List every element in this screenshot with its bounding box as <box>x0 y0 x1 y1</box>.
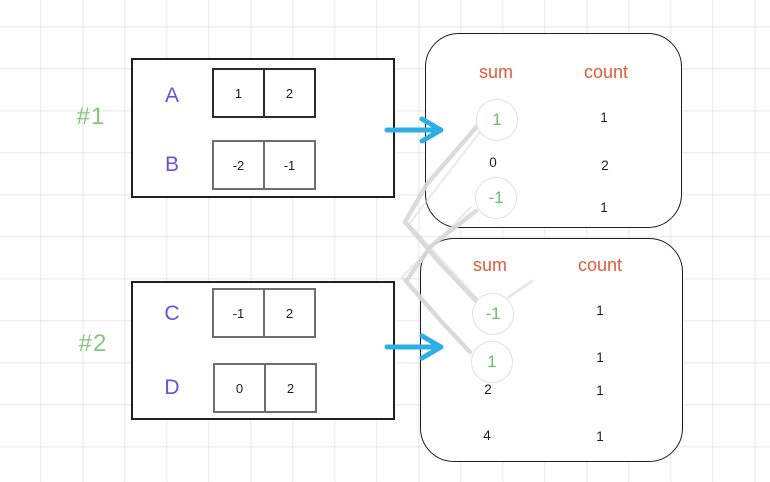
array-d-cell-0: 0 <box>213 363 266 413</box>
panel-2-sum-header: sum <box>472 255 507 275</box>
panel-2-sum-value-highlighted: -1 <box>472 293 514 335</box>
panel-1-sum-value: 0 <box>489 155 497 170</box>
group-2-label: #2 <box>78 330 108 357</box>
array-b-cell-1: -1 <box>265 140 316 190</box>
panel-2-sum-value: 2 <box>484 382 492 397</box>
panel-2-sum-value-highlighted: 1 <box>471 341 513 383</box>
array-d-label: D <box>164 376 180 399</box>
panel-1-sum-value-highlighted: 1 <box>476 99 518 141</box>
panel-2-count-value: 1 <box>596 303 604 318</box>
array-a-cells: 1 2 <box>212 68 316 118</box>
array-a-cell-0: 1 <box>212 68 265 118</box>
panel-2-count-value: 1 <box>596 429 604 444</box>
array-c-cell-0: -1 <box>212 288 265 338</box>
array-c-cells: -1 2 <box>212 288 316 338</box>
array-c-label: C <box>164 302 180 325</box>
array-a-label: A <box>164 84 179 107</box>
array-d-cells: 0 2 <box>213 363 317 413</box>
panel-2-count-header: count <box>577 255 623 275</box>
panel-1-count-value: 1 <box>600 110 608 125</box>
panel-2-count-value: 1 <box>596 350 604 365</box>
array-c-cell-1: 2 <box>265 288 316 338</box>
panel-1-count-header: count <box>583 62 629 82</box>
array-b-label: B <box>164 153 179 176</box>
array-b-cells: -2 -1 <box>212 140 316 190</box>
panel-1-count-value: 1 <box>600 200 608 215</box>
panel-1-sum-value-highlighted: -1 <box>475 177 517 219</box>
group-1-label: #1 <box>76 103 106 130</box>
panel-1-sum-header: sum <box>478 62 513 82</box>
array-b-cell-0: -2 <box>212 140 265 190</box>
array-a-cell-1: 2 <box>265 68 316 118</box>
panel-2-sum-value: 4 <box>483 428 491 443</box>
panel-1-count-value: 2 <box>601 158 609 173</box>
array-d-cell-1: 2 <box>266 363 317 413</box>
panel-2-count-value: 1 <box>596 383 604 398</box>
